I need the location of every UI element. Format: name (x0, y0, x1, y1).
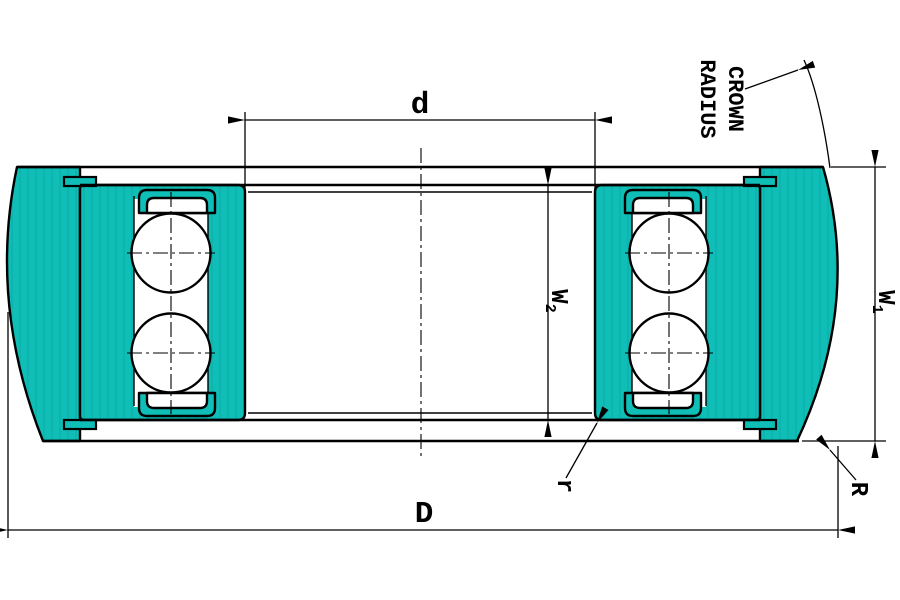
crown-radius-arc (803, 59, 831, 169)
seal-right-bottom-inner (631, 391, 695, 410)
dimension-D: D (0, 312, 855, 538)
dimension-w2: W2 (541, 168, 571, 437)
raceway-left (130, 188, 217, 418)
snap-ring-tab-bottom-right (742, 418, 778, 431)
outer-ring (5, 165, 839, 443)
crown-radius-label-line2: RADIUS (694, 59, 719, 138)
d-label: d (411, 88, 430, 123)
r-label: r (550, 479, 577, 493)
dimension-d: d (228, 88, 612, 190)
crown-radius-callout: CROWN RADIUS (694, 59, 831, 169)
r-leader-line (565, 406, 609, 479)
crown-right-texture (760, 167, 838, 441)
leader-r: r (550, 406, 609, 493)
face-lines (17, 165, 823, 443)
crown-radius-leader (744, 60, 816, 90)
crown-radius-label-line1: CROWN (722, 66, 747, 132)
leader-R: R (816, 434, 871, 497)
dimension-w1: W1 (802, 150, 898, 458)
snap-ring-tab-bottom-left (62, 418, 98, 431)
seal-left-bottom-inner (145, 391, 209, 410)
D-label: D (415, 497, 434, 532)
center-lines (127, 148, 713, 458)
w2-label: W2 (541, 289, 571, 312)
raceway-right (623, 188, 710, 418)
R-label: R (844, 482, 871, 497)
seal-left-top-inner (145, 196, 209, 215)
R-leader-line (816, 434, 857, 481)
seal-right-top-inner (631, 196, 695, 215)
w1-label: W1 (868, 290, 898, 313)
crown-left-texture (6, 167, 80, 441)
